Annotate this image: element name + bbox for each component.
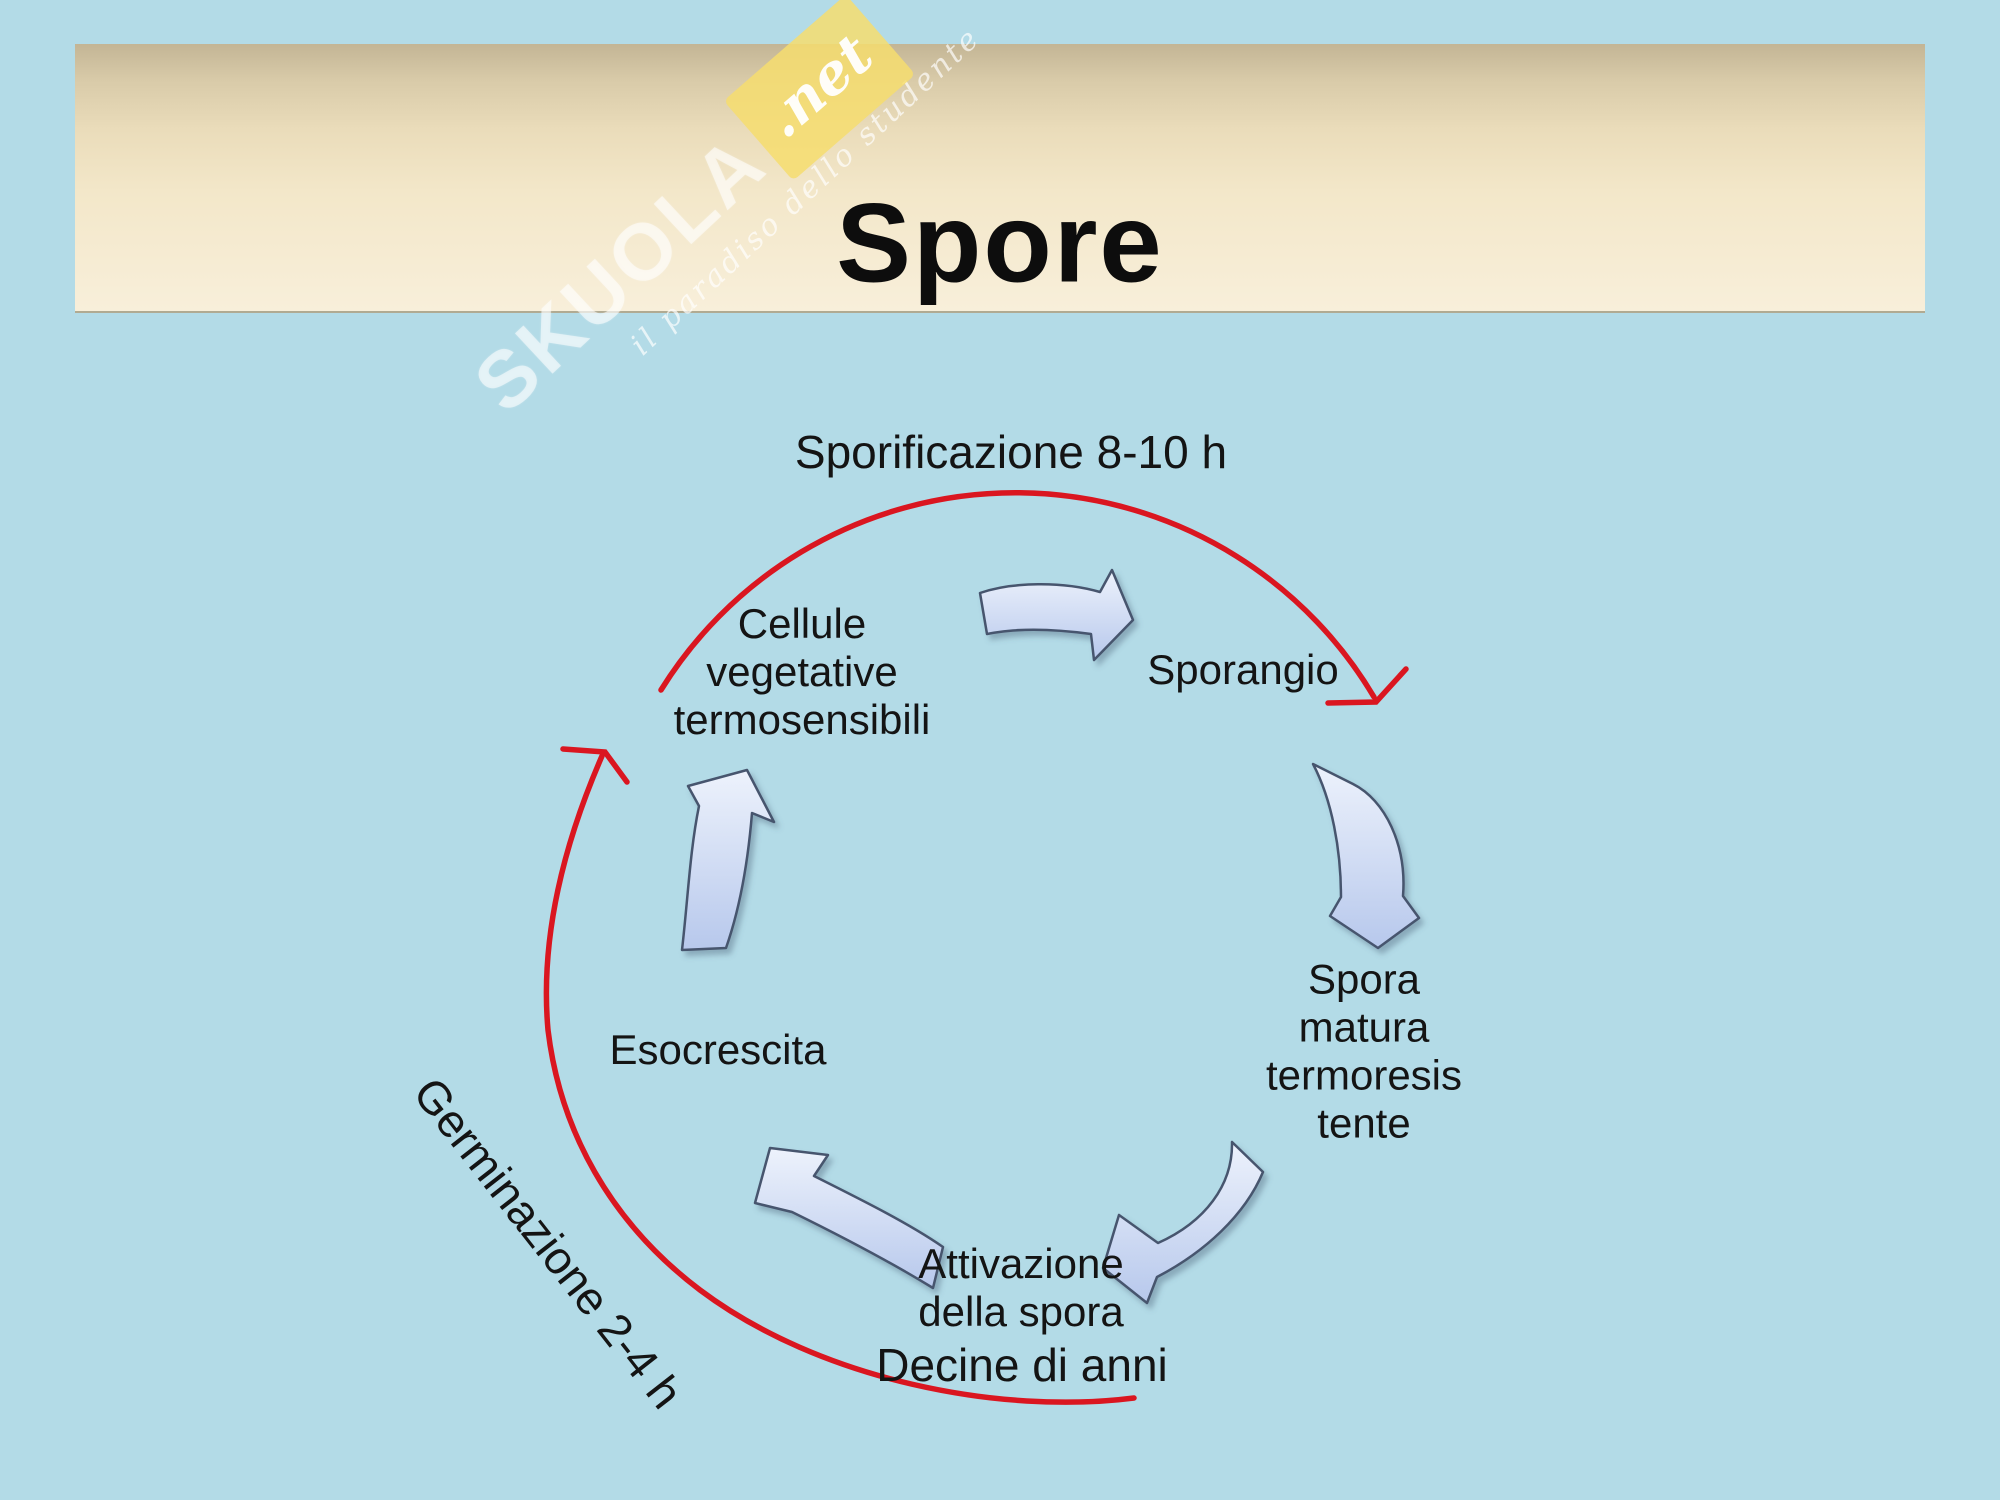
- node-label-line: Spora: [1307, 955, 1421, 1003]
- node-label-line: vegetative: [706, 648, 898, 696]
- node-label-line: tente: [1317, 1098, 1411, 1146]
- node-label-line: Esocrescita: [609, 1026, 827, 1074]
- node-label-line: matura: [1298, 1003, 1430, 1051]
- sporification-arc-arrowhead-icon: [1325, 666, 1409, 706]
- node-label-line: della spora: [918, 1288, 1124, 1335]
- title-banner: [75, 44, 1925, 313]
- arrow-cellule-to-sporangio-icon: [978, 568, 1135, 662]
- node-label-line: termoresis: [1265, 1051, 1463, 1098]
- arrow-attivazione-to-esocrescita-icon: [753, 1146, 945, 1290]
- germination-arc: [543, 753, 1137, 1405]
- arrow-spora-to-attivazione-icon: [1101, 1140, 1265, 1305]
- germination-arc-arrowhead-icon: [560, 746, 630, 785]
- annotation-decine-di-anni: Decine di anni: [876, 1338, 1168, 1391]
- node-label-line: termosensibili: [673, 695, 931, 743]
- node-label-line: Sporangio: [1147, 646, 1339, 694]
- node-esocrescita: Esocrescita: [609, 1026, 826, 1074]
- arrow-sporangio-to-spora-icon: [1311, 762, 1421, 950]
- sporification-arc: [658, 490, 1377, 700]
- node-label-line: Cellule: [737, 600, 867, 648]
- node-spora-matura: Spora matura termoresis tente: [1266, 955, 1462, 1147]
- node-sporangio: Sporangio: [1147, 646, 1338, 694]
- node-label-line: Attivazione: [918, 1240, 1124, 1288]
- node-attivazione-spora: Attivazione della spora: [918, 1240, 1123, 1336]
- node-cellule-vegetative: Cellule vegetative termosensibili: [674, 600, 931, 744]
- slide-title: Spore: [836, 180, 1164, 306]
- annotation-sporificazione: Sporificazione 8-10 h: [794, 425, 1228, 478]
- arrow-esocrescita-to-cellule-icon: [680, 768, 776, 952]
